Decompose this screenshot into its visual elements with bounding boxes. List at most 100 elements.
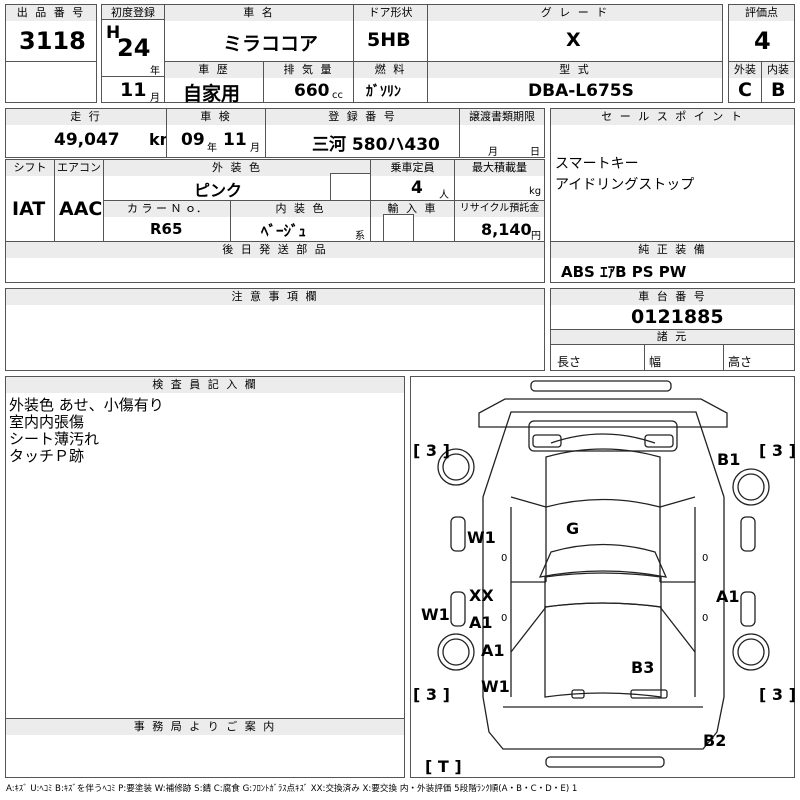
sales-point-2: アイドリングストップ bbox=[555, 177, 695, 193]
int-color-label: 内 装 色 bbox=[231, 201, 370, 217]
height-cell: 高さ bbox=[723, 344, 795, 371]
history-cell: 車 歴 自家用 bbox=[164, 61, 264, 105]
color-cell: 外 装 色 ピンク bbox=[103, 159, 371, 201]
tire-front-right: [ 3 ] bbox=[759, 441, 796, 460]
displacement-cell: 排 気 量 660 cc bbox=[263, 61, 354, 103]
ac-label: エアコン bbox=[55, 160, 103, 176]
spare-tire: [ T ] bbox=[425, 757, 462, 776]
office-cell: 事 務 局 よ り ご 案 内 bbox=[5, 718, 405, 778]
inspector-note-4: タッチＰ跡 bbox=[9, 447, 85, 465]
dims-header-cell: 諸 元 bbox=[550, 329, 795, 345]
inspection-cell: 車 検 09 年 11 月 bbox=[166, 108, 266, 158]
color-label: 外 装 色 bbox=[104, 160, 370, 176]
color-number: R65 bbox=[150, 220, 183, 238]
mileage-label: 走 行 bbox=[6, 109, 166, 125]
transfer-cell: 譲渡書類期限 月 日 bbox=[459, 108, 545, 158]
inspection-year: 09 bbox=[181, 130, 205, 150]
inspection-month: 11 bbox=[223, 130, 247, 150]
door-cell: ドア形状 5HB bbox=[353, 4, 428, 62]
capacity-unit: 人 bbox=[439, 190, 449, 201]
shift: IAT bbox=[12, 198, 46, 220]
lot-number-cell: 出 品 番 号 3118 bbox=[5, 4, 97, 62]
grade: X bbox=[566, 29, 581, 51]
sales-point-1: スマートキー bbox=[555, 156, 639, 172]
notes-cell: 注 意 事 項 欄 bbox=[5, 288, 545, 371]
month-unit: 月 bbox=[150, 93, 160, 104]
grade-label: グ レ ー ド bbox=[428, 5, 722, 21]
mark-zero-2: 0 bbox=[501, 613, 508, 624]
transfer-day: 日 bbox=[530, 147, 540, 158]
chassis-number: 0121885 bbox=[631, 306, 724, 328]
displacement: 660 bbox=[294, 81, 330, 101]
capacity-cell: 乗車定員 4 人 bbox=[370, 159, 455, 201]
lot-number: 3118 bbox=[19, 27, 86, 55]
dims-label: 諸 元 bbox=[551, 330, 794, 344]
car-name-cell: 車 名 ミラココア bbox=[164, 4, 354, 62]
score-label: 評価点 bbox=[729, 5, 794, 21]
chassis-cell: 車 台 番 号 0121885 bbox=[550, 288, 795, 330]
lot-number-label: 出 品 番 号 bbox=[6, 5, 96, 21]
inspection-month-unit: 月 bbox=[250, 143, 260, 154]
recycle-label: リサイクル預託金 bbox=[455, 201, 544, 217]
fuel: ｶﾞｿﾘﾝ bbox=[366, 84, 401, 100]
first-reg-cell: H 24 年 bbox=[101, 19, 165, 77]
door-type: 5HB bbox=[367, 29, 411, 51]
fuel-label: 燃 料 bbox=[354, 62, 427, 78]
mark-zero-3: 0 bbox=[702, 553, 709, 564]
grade-cell: グ レ ー ド X bbox=[427, 4, 723, 62]
office-label: 事 務 局 よ り ご 案 内 bbox=[6, 719, 404, 735]
mark-w1-left-door: W1 bbox=[467, 528, 496, 547]
inspector-note-2: 室内内張傷 bbox=[9, 413, 85, 431]
reg-month-cell: 11 月 bbox=[101, 76, 165, 104]
load-cell: 最大積載量 kg bbox=[454, 159, 545, 201]
tire-front-left: [ 3 ] bbox=[413, 441, 450, 460]
recycle-fee: 8,140 bbox=[481, 220, 532, 239]
reg-year: 24 bbox=[117, 34, 151, 62]
reg-month: 11 bbox=[120, 79, 147, 101]
inspector-note-3: シート薄汚れ bbox=[9, 430, 100, 448]
transfer-label: 譲渡書類期限 bbox=[460, 109, 544, 125]
recycle-unit: 円 bbox=[531, 231, 541, 242]
later-parts-cell: 後 日 発 送 部 品 bbox=[5, 241, 545, 283]
year-unit: 年 bbox=[150, 66, 160, 77]
car-name: ミラココア bbox=[223, 33, 319, 55]
displacement-label: 排 気 量 bbox=[264, 62, 353, 78]
history: 自家用 bbox=[183, 83, 241, 105]
int-color-cell: 内 装 色 ﾍﾞｰｼﾞｭ 系 bbox=[230, 200, 371, 242]
inspector-note-1: 外装色 あせ、小傷有り bbox=[9, 396, 164, 414]
load-unit: kg bbox=[529, 186, 542, 197]
mark-w1-rear: W1 bbox=[481, 677, 510, 696]
plate-cell: 登 録 番 号 三河 580ハ430 bbox=[265, 108, 460, 158]
capacity-label: 乗車定員 bbox=[371, 160, 454, 176]
inspection-label: 車 検 bbox=[167, 109, 265, 125]
fuel-cell: 燃 料 ｶﾞｿﾘﾝ bbox=[353, 61, 428, 103]
model-label: 型 式 bbox=[428, 62, 722, 78]
equipment-cell: 純 正 装 備 ABS ｴｱB PS PW bbox=[550, 241, 795, 283]
air-conditioner: AAC bbox=[59, 198, 103, 220]
exterior-color: ピンク bbox=[194, 181, 243, 200]
color-no-label: カ ラ ー Ｎ ｏ． bbox=[104, 201, 230, 217]
height-label: 高さ bbox=[728, 355, 753, 369]
sales-point-label: セ ー ル ス ポ イ ン ト bbox=[551, 109, 794, 125]
shift-label: シフト bbox=[6, 160, 54, 176]
plate-label: 登 録 番 号 bbox=[266, 109, 459, 125]
car-name-label: 車 名 bbox=[165, 5, 353, 21]
sales-point-cell: セ ー ル ス ポ イ ン ト スマートキー アイドリングストップ bbox=[550, 108, 795, 242]
mark-w1-side: W1 bbox=[421, 605, 450, 624]
interior-color: ﾍﾞｰｼﾞｭ bbox=[261, 222, 307, 240]
mark-a1-rear: A1 bbox=[481, 641, 505, 660]
history-label: 車 歴 bbox=[165, 62, 263, 78]
length-label: 長さ bbox=[557, 355, 582, 369]
ac-cell: エアコン AAC bbox=[54, 159, 104, 242]
mark-zero-1: 0 bbox=[501, 553, 508, 564]
mileage: 49,047 bbox=[54, 130, 120, 150]
model-code: DBA-L675S bbox=[528, 81, 634, 101]
mark-zero-4: 0 bbox=[702, 613, 709, 624]
tire-rear-left: [ 3 ] bbox=[413, 685, 450, 704]
width-cell: 幅 bbox=[644, 344, 724, 371]
car-outline-svg bbox=[437, 380, 770, 768]
lot-empty-cell bbox=[5, 61, 97, 103]
tire-rear-right: [ 3 ] bbox=[759, 685, 796, 704]
inspector-label: 検 査 員 記 入 欄 bbox=[6, 377, 404, 393]
displacement-unit: cc bbox=[332, 90, 343, 101]
